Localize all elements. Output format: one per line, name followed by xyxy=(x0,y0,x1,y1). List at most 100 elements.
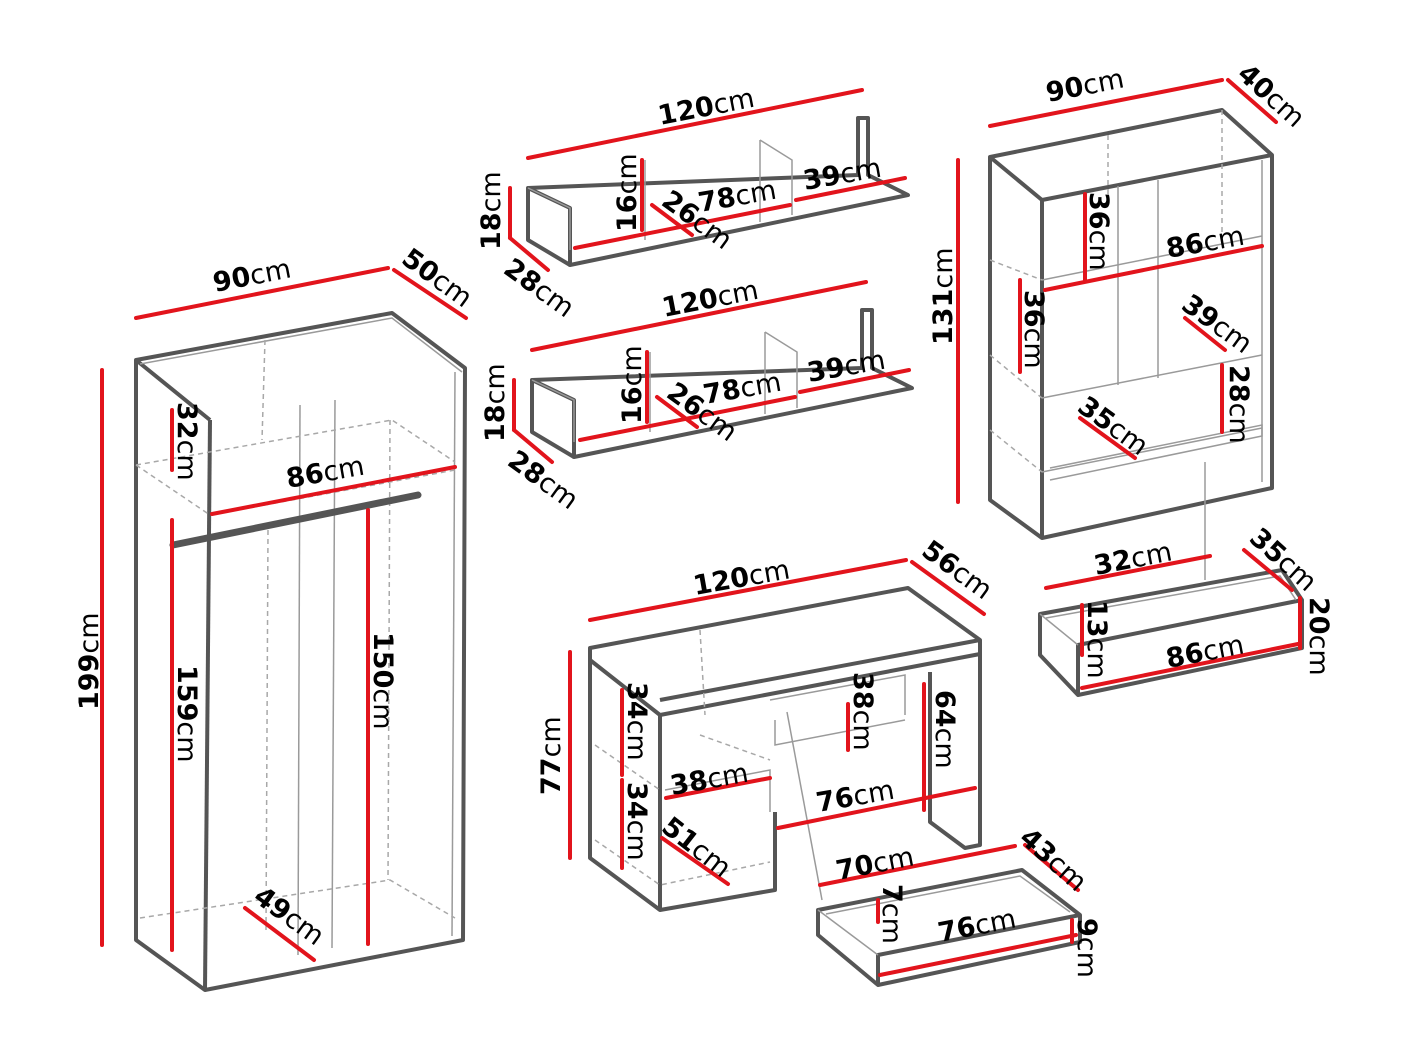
desk-hidden-top xyxy=(699,629,706,716)
desk-hidden-bottom xyxy=(594,839,771,886)
desk-drawer-depth-label: 43cm xyxy=(1013,822,1092,898)
shelf-bottom-inner-depth-dim xyxy=(655,395,699,429)
desk-top-front xyxy=(659,638,981,702)
wardrobe-left-height-label: 159cm xyxy=(171,665,202,763)
bookcase-drawer: 32cm 35cm 20cm 13cm 86cm xyxy=(1038,522,1334,697)
bookcase-width-dim xyxy=(988,78,1224,128)
bookcase-drawer-top-rim xyxy=(1039,613,1079,646)
wardrobe-top-inner xyxy=(139,317,463,373)
desk-compartment-depth-dim xyxy=(660,836,730,886)
desk-drawer-width-dim xyxy=(878,933,1078,977)
bookcase-lower-depth-label: 35cm xyxy=(1072,391,1154,462)
wardrobe-height-label: 199cm xyxy=(74,612,105,710)
desk-knee-width-dim xyxy=(776,786,977,830)
desk-drawer-guide xyxy=(786,711,823,901)
shelf-bottom-height-label: 18cm xyxy=(480,363,511,442)
bookcase-top-front xyxy=(1041,153,1273,202)
bookcase-front-top xyxy=(988,155,1044,202)
desk-drawer-inner xyxy=(825,875,1071,915)
bookcase-drawer-width-dim xyxy=(1080,642,1300,690)
desk-knee-width-label: 76cm xyxy=(814,775,897,819)
bookcase-lower-height-label: 28cm xyxy=(1223,365,1254,444)
desk-drawer-width-label: 76cm xyxy=(935,903,1018,948)
wardrobe-inner-depth-dim xyxy=(243,906,316,962)
shelf-bottom-front xyxy=(530,380,576,459)
shelf-top-middle-width-label: 78cm xyxy=(696,175,779,219)
desk-drawer-opening xyxy=(774,719,906,746)
bookcase-upper-height-label: 36cm xyxy=(1083,192,1114,271)
shelf-bottom-width-dim xyxy=(530,280,868,352)
desk: 120cm 56cm 77cm 34cm 34cm 38cm 51cm 38cm… xyxy=(536,535,998,912)
bookcase-shelf-depth-label: 39cm xyxy=(1176,289,1258,360)
desk-upper-compartment-label: 34cm xyxy=(621,682,652,761)
shelf-top-width-dim xyxy=(526,88,864,160)
bookcase-shelf-3-hidden xyxy=(989,429,1043,473)
bookcase-drawer-depth-dim xyxy=(1242,548,1294,592)
desk-depth-dim xyxy=(910,560,986,616)
shelf-top-middle-width-dim xyxy=(573,203,792,250)
bookcase-depth-label: 40cm xyxy=(1231,58,1310,134)
shelf-top-side-width-dim xyxy=(794,176,907,202)
desk-drawer-outline xyxy=(816,868,1082,987)
shelf-top-side xyxy=(759,139,793,215)
bookcase-shelf-3 xyxy=(1041,427,1263,473)
shelf-top-inner-height-label: 16cm xyxy=(612,153,643,232)
wardrobe-back-edge-b xyxy=(387,419,391,881)
desk-hidden-pedestal xyxy=(594,744,661,791)
wardrobe: 90cm 50cm 199cm 32cm 86cm 159cm 150cm 49… xyxy=(74,243,478,992)
bookcase-shelf-width-dim xyxy=(1043,244,1264,292)
desk-drawer-depth-inner-label: 70cm xyxy=(833,841,916,886)
wardrobe-back-edge xyxy=(261,339,266,441)
desk-drawer-height-label: 9cm xyxy=(1071,918,1102,978)
desk-drawer-opening-label: 38cm xyxy=(847,672,878,751)
desk-right-leg xyxy=(928,654,982,850)
bookcase-drawer-width-label: 86cm xyxy=(1163,629,1246,674)
bookcase-drawer-height-label: 20cm xyxy=(1303,597,1334,676)
desk-width-dim xyxy=(588,558,908,622)
bookcase-shelf-width-label: 86cm xyxy=(1164,221,1247,265)
shelf-bottom-left-side xyxy=(531,379,575,442)
desk-drawer-rim xyxy=(817,909,879,956)
bookcase: 90cm 40cm 131cm 36cm 86cm 36cm 39cm 28cm… xyxy=(928,58,1311,580)
bookcase-shelf-1 xyxy=(1041,235,1263,281)
bookcase-height-label: 131cm xyxy=(928,247,959,345)
bookcase-shelf-1-hidden xyxy=(989,259,1043,281)
wardrobe-shelf-width-label: 86cm xyxy=(284,451,367,495)
shelf-top-depth-dim xyxy=(508,236,550,272)
wardrobe-shelf-width-dim xyxy=(210,465,457,516)
wardrobe-width-label: 90cm xyxy=(210,253,293,298)
bookcase-shelf-2-hidden xyxy=(989,354,1043,399)
hanging-rail xyxy=(169,491,422,549)
bookcase-drawer-front xyxy=(1049,424,1263,481)
desk-drawer: 70cm 43cm 7cm 76cm 9cm xyxy=(816,822,1102,987)
wardrobe-width-dim xyxy=(134,266,390,320)
wall-shelf-bottom: 120cm 18cm 28cm 16cm 26cm 78cm 39cm xyxy=(480,275,914,516)
shelf-bottom-width-label: 120cm xyxy=(659,275,761,324)
desk-drawer-inner-height-label: 7cm xyxy=(876,884,907,944)
desk-lower-compartment-label: 34cm xyxy=(621,782,652,861)
bookcase-drawer-inner xyxy=(1045,575,1297,619)
wardrobe-bottom-hidden xyxy=(139,879,456,919)
shelf-top-side-width-label: 39cm xyxy=(801,153,884,197)
wardrobe-hanging-height-label: 150cm xyxy=(367,632,398,730)
desk-pedestal-inner xyxy=(664,769,771,812)
bookcase-depth-dim xyxy=(1226,78,1278,124)
desk-hidden-pedestal-b xyxy=(699,734,771,761)
wardrobe-depth-dim xyxy=(392,268,468,320)
wardrobe-shelf-height-label: 32cm xyxy=(171,402,202,481)
wardrobe-door-hidden xyxy=(265,529,269,931)
shelf-top-front xyxy=(526,188,572,267)
bookcase-drawer-depth-inner-dim xyxy=(1044,554,1212,590)
desk-drawer-depth-dim xyxy=(1023,843,1080,892)
desk-knee-height-label: 64cm xyxy=(929,690,960,769)
bookcase-lower-depth-dim xyxy=(1078,416,1137,460)
wardrobe-shelf-hidden xyxy=(135,419,456,466)
desk-width-label: 120cm xyxy=(691,554,792,601)
desk-compartment-width-dim xyxy=(664,776,772,800)
shelf-bottom-inner-height-label: 16cm xyxy=(617,345,648,424)
shelf-top-height-label: 18cm xyxy=(476,171,507,250)
bookcase-mid-height-label: 36cm xyxy=(1018,290,1049,369)
desk-drawer-depth-inner-dim xyxy=(818,844,1017,887)
desk-compartment-width-label: 38cm xyxy=(668,758,751,802)
